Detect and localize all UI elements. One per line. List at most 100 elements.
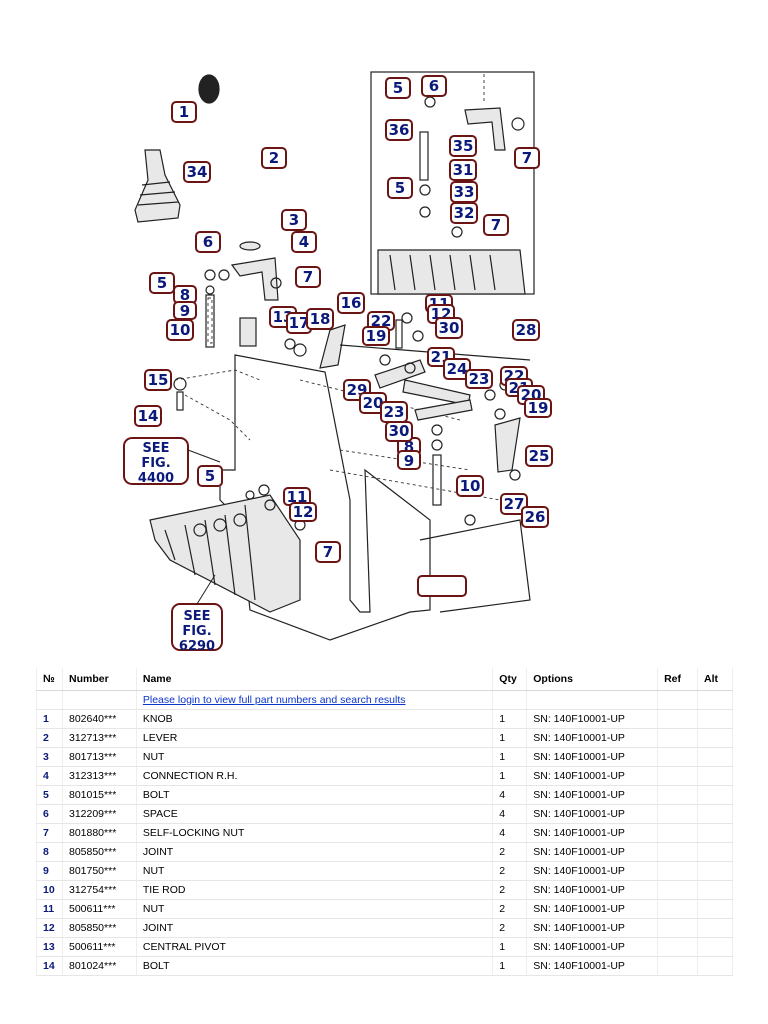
callout-34[interactable]: 34 — [183, 161, 211, 183]
login-row: Please login to view full part numbers a… — [36, 690, 733, 710]
cell-options: SN: 140F10001-UP — [526, 937, 659, 957]
callout-10[interactable]: 10 — [166, 319, 194, 341]
cell-no: 13 — [36, 937, 63, 957]
callout-5d[interactable]: 5 — [387, 177, 413, 199]
callout-23b[interactable]: 23 — [380, 401, 408, 423]
callout-5b[interactable]: 5 — [197, 465, 223, 487]
callout-22[interactable]: 22 — [367, 311, 395, 331]
callout-6b[interactable]: 6 — [421, 75, 447, 97]
callout-18[interactable]: 18 — [306, 308, 334, 330]
svg-text:SEE: SEE — [183, 609, 210, 624]
callout-27[interactable]: 27 — [500, 493, 528, 515]
cell-options: SN: 140F10001-UP — [526, 899, 659, 919]
cell-number: 500611*** — [62, 899, 137, 919]
callout-33[interactable]: 33 — [450, 181, 478, 203]
callout-11b[interactable]: 11 — [283, 487, 311, 506]
col-header-qty: Qty — [492, 668, 528, 691]
callout-30[interactable]: 30 — [435, 317, 463, 339]
callout-3[interactable]: 3 — [281, 209, 307, 231]
cell-number: 805850*** — [62, 918, 137, 938]
callout-31[interactable]: 31 — [449, 159, 477, 181]
cell-qty: 4 — [492, 823, 528, 843]
cell-alt — [697, 747, 733, 767]
cell-number: 805850*** — [62, 842, 137, 862]
callout-10b[interactable]: 10 — [456, 475, 484, 497]
callout-9[interactable]: 9 — [173, 301, 197, 320]
callout-20[interactable]: 20 — [359, 392, 387, 414]
cell-number: 802640*** — [62, 709, 137, 729]
callout-7c[interactable]: 7 — [514, 147, 540, 169]
svg-text:34: 34 — [187, 163, 208, 181]
cell-ref — [657, 785, 698, 805]
cell-options: SN: 140F10001-UP — [526, 728, 659, 748]
parts-diagram: 1 2 34 3 4 6 5 7 8 9 10 13 17 18 16 11 1… — [123, 71, 553, 654]
cell-options: SN: 140F10001-UP — [526, 766, 659, 786]
cell-ref — [657, 842, 698, 862]
svg-text:3: 3 — [289, 211, 299, 229]
svg-text:6: 6 — [429, 77, 439, 95]
callout-14[interactable]: 14 — [134, 405, 162, 427]
callout-35[interactable]: 35 — [449, 135, 477, 157]
col-header-name: Name — [136, 668, 494, 691]
parts-table: № Number Name Qty Options Ref Alt Please… — [36, 668, 733, 976]
svg-text:24: 24 — [447, 360, 468, 378]
callout-25[interactable]: 25 — [525, 445, 553, 467]
svg-text:18: 18 — [310, 310, 331, 328]
callout-16[interactable]: 16 — [337, 292, 365, 314]
callout-19[interactable]: 19 — [362, 326, 390, 346]
callout-23[interactable]: 23 — [465, 369, 493, 389]
callout-36[interactable]: 36 — [385, 119, 413, 141]
callout-5[interactable]: 5 — [149, 272, 175, 294]
svg-text:8: 8 — [180, 286, 190, 304]
callout-28[interactable]: 28 — [512, 319, 540, 341]
svg-text:7: 7 — [303, 268, 313, 286]
callout-9b[interactable]: 9 — [397, 450, 421, 470]
callout-30b[interactable]: 30 — [385, 421, 413, 442]
callout-15[interactable]: 15 — [144, 369, 172, 391]
cell-options: SN: 140F10001-UP — [526, 747, 659, 767]
callout-6[interactable]: 6 — [195, 231, 221, 253]
col-header-number: Number — [62, 668, 137, 691]
cell-number: 801880*** — [62, 823, 137, 843]
cell-name: TIE ROD — [136, 880, 494, 900]
login-link[interactable]: Please login to view full part numbers a… — [142, 694, 406, 706]
callout-32[interactable]: 32 — [450, 202, 478, 224]
svg-text:33: 33 — [454, 183, 475, 201]
callout-5c[interactable]: 5 — [385, 77, 411, 99]
table-header-row: № Number Name Qty Options Ref Alt — [36, 668, 733, 691]
callout-26[interactable]: 26 — [521, 506, 549, 528]
callout-17[interactable]: 17 — [286, 312, 312, 334]
boot-drawing — [134, 149, 181, 223]
cell-ref — [657, 747, 698, 767]
callout-12b[interactable]: 12 — [289, 502, 317, 522]
cell-name: NUT — [136, 899, 494, 919]
callout-19b[interactable]: 19 — [524, 398, 552, 418]
cell-options: SN: 140F10001-UP — [526, 709, 659, 729]
callout-7b[interactable]: 7 — [315, 541, 341, 563]
callout-7[interactable]: 7 — [295, 266, 321, 288]
cell-alt — [697, 766, 733, 786]
see-fig-6290[interactable]: SEE FIG. 6290 — [171, 574, 223, 654]
see-fig-4400[interactable]: SEE FIG. 4400 — [123, 437, 221, 486]
svg-text:16: 16 — [341, 294, 362, 312]
cell-qty: 4 — [492, 804, 528, 824]
callout-2[interactable]: 2 — [261, 147, 287, 169]
callout-1[interactable]: 1 — [171, 101, 197, 123]
callout-4[interactable]: 4 — [291, 231, 317, 253]
callout-7d[interactable]: 7 — [483, 214, 509, 236]
cell-ref — [657, 709, 698, 729]
